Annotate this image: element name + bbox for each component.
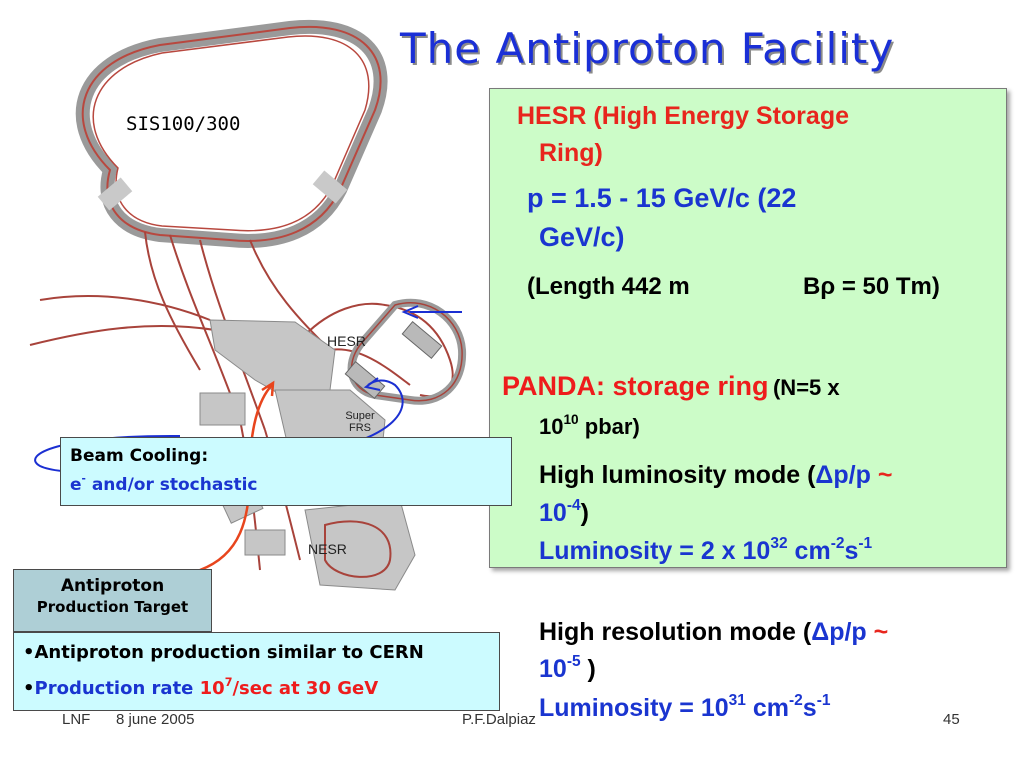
hesr-heading-line1: HESR (High Energy Storage	[517, 102, 849, 130]
sis-ring	[75, 19, 388, 248]
footer-date: 8 june 2005	[116, 711, 195, 728]
length-text: (Length 442 m	[527, 273, 690, 300]
hr-dp: Δp/p	[811, 618, 867, 646]
panda-n-unit: pbar)	[584, 414, 640, 439]
footer-author: P.F.Dalpiaz	[462, 711, 536, 728]
hl-lumi-unit1: cm	[787, 537, 831, 565]
hr-close: )	[580, 655, 596, 683]
panda-n: (N=5 x	[772, 375, 840, 400]
hesr-ring	[344, 298, 467, 405]
hl-close: )	[580, 499, 589, 527]
production-rate-unit: /sec at 30 GeV	[232, 678, 379, 699]
hr-lumi-prefix: Luminosity = 10	[539, 694, 729, 722]
hl-dp: Δp/p	[815, 461, 871, 489]
production-rate-base: 10	[199, 678, 225, 699]
super-label-line2: FRS	[349, 422, 371, 434]
hesr-diagram-label: HESR	[327, 333, 366, 349]
super-label-line1: Super	[345, 410, 375, 422]
hl-value-line: 10-4)	[539, 497, 589, 528]
slide-title: The Antiproton Facility	[400, 24, 895, 73]
cooling-title: Beam Cooling:	[70, 446, 209, 466]
beam-cooling-box: Beam Cooling: e- and/or stochastic	[60, 437, 512, 506]
cooling-stochastic: and/or stochastic	[85, 475, 258, 495]
hl-val-base: 10	[539, 499, 567, 527]
cooling-methods: e- and/or stochastic	[70, 473, 258, 495]
panda-n-base: 10	[539, 414, 564, 439]
hr-val-base: 10	[539, 655, 567, 683]
hr-lumi-line: Luminosity = 1031 cm-2s-1	[539, 692, 831, 723]
hl-lumi-unit2: s	[844, 537, 859, 565]
hl-lumi-unit2-exp: -1	[858, 535, 873, 553]
hl-mode-line: High luminosity mode (Δp/p ~	[539, 461, 892, 490]
production-rate-label: Production rate	[34, 678, 200, 699]
hr-lumi-exp: 31	[728, 692, 746, 710]
hl-tilde: ~	[870, 461, 893, 489]
hr-mode-label: High resolution mode (	[539, 618, 812, 646]
hr-lumi-unit2: s	[802, 694, 817, 722]
brho-text: Bρ = 50 Tm)	[803, 273, 940, 300]
nesr-label: NESR	[308, 541, 347, 557]
super-frs-label: Super FRS	[340, 410, 380, 434]
hl-lumi-prefix: Luminosity = 2 x 10	[539, 537, 771, 565]
production-bullet2: •Production rate 107/sec at 30 GeV	[23, 675, 379, 699]
panda-line: PANDA: storage ring (N=5 x	[502, 371, 840, 402]
hr-val-exp: -5	[566, 653, 581, 671]
sis-label: SIS100/300	[126, 113, 241, 135]
panda-n-exp: 10	[563, 412, 579, 428]
panda-label: PANDA: storage ring	[502, 371, 769, 401]
panda-n-value: 1010 pbar)	[539, 412, 640, 440]
hr-tilde: ~	[866, 618, 889, 646]
hr-lumi-unit2-exp: -1	[816, 692, 831, 710]
hesr-heading-line2: Ring)	[539, 139, 603, 167]
hr-mode-line: High resolution mode (Δp/p ~	[539, 618, 888, 647]
hl-lumi-unit1-exp: -2	[830, 535, 845, 553]
hr-value-line: 10-5 )	[539, 653, 596, 684]
footer-left: LNF	[62, 711, 91, 728]
production-bullet2-dot: •	[23, 678, 35, 699]
hr-lumi-unit1-exp: -2	[788, 692, 803, 710]
hl-lumi-line: Luminosity = 2 x 1032 cm-2s-1	[539, 535, 873, 566]
cooling-e: e	[70, 475, 82, 495]
production-rate-exp: 7	[224, 675, 233, 689]
target-line2: Production Target	[36, 598, 189, 616]
production-bullet1: •Antiproton production similar to CERN	[23, 642, 424, 663]
hesr-info-panel	[489, 88, 1007, 568]
page-number: 45	[943, 711, 960, 728]
hr-lumi-unit1: cm	[745, 694, 789, 722]
cooling-e-sup: -	[81, 473, 86, 486]
hl-val-exp: -4	[566, 497, 581, 515]
production-box: •Antiproton production similar to CERN •…	[13, 632, 500, 711]
momentum-line2: GeV/c)	[539, 222, 625, 252]
target-line1: Antiproton	[60, 576, 165, 596]
momentum-line1: p = 1.5 - 15 GeV/c (22	[527, 183, 797, 213]
hl-mode-label: High luminosity mode (	[539, 461, 816, 489]
antiproton-target-box: Antiproton Production Target	[13, 569, 212, 632]
hl-lumi-exp: 32	[770, 535, 788, 553]
